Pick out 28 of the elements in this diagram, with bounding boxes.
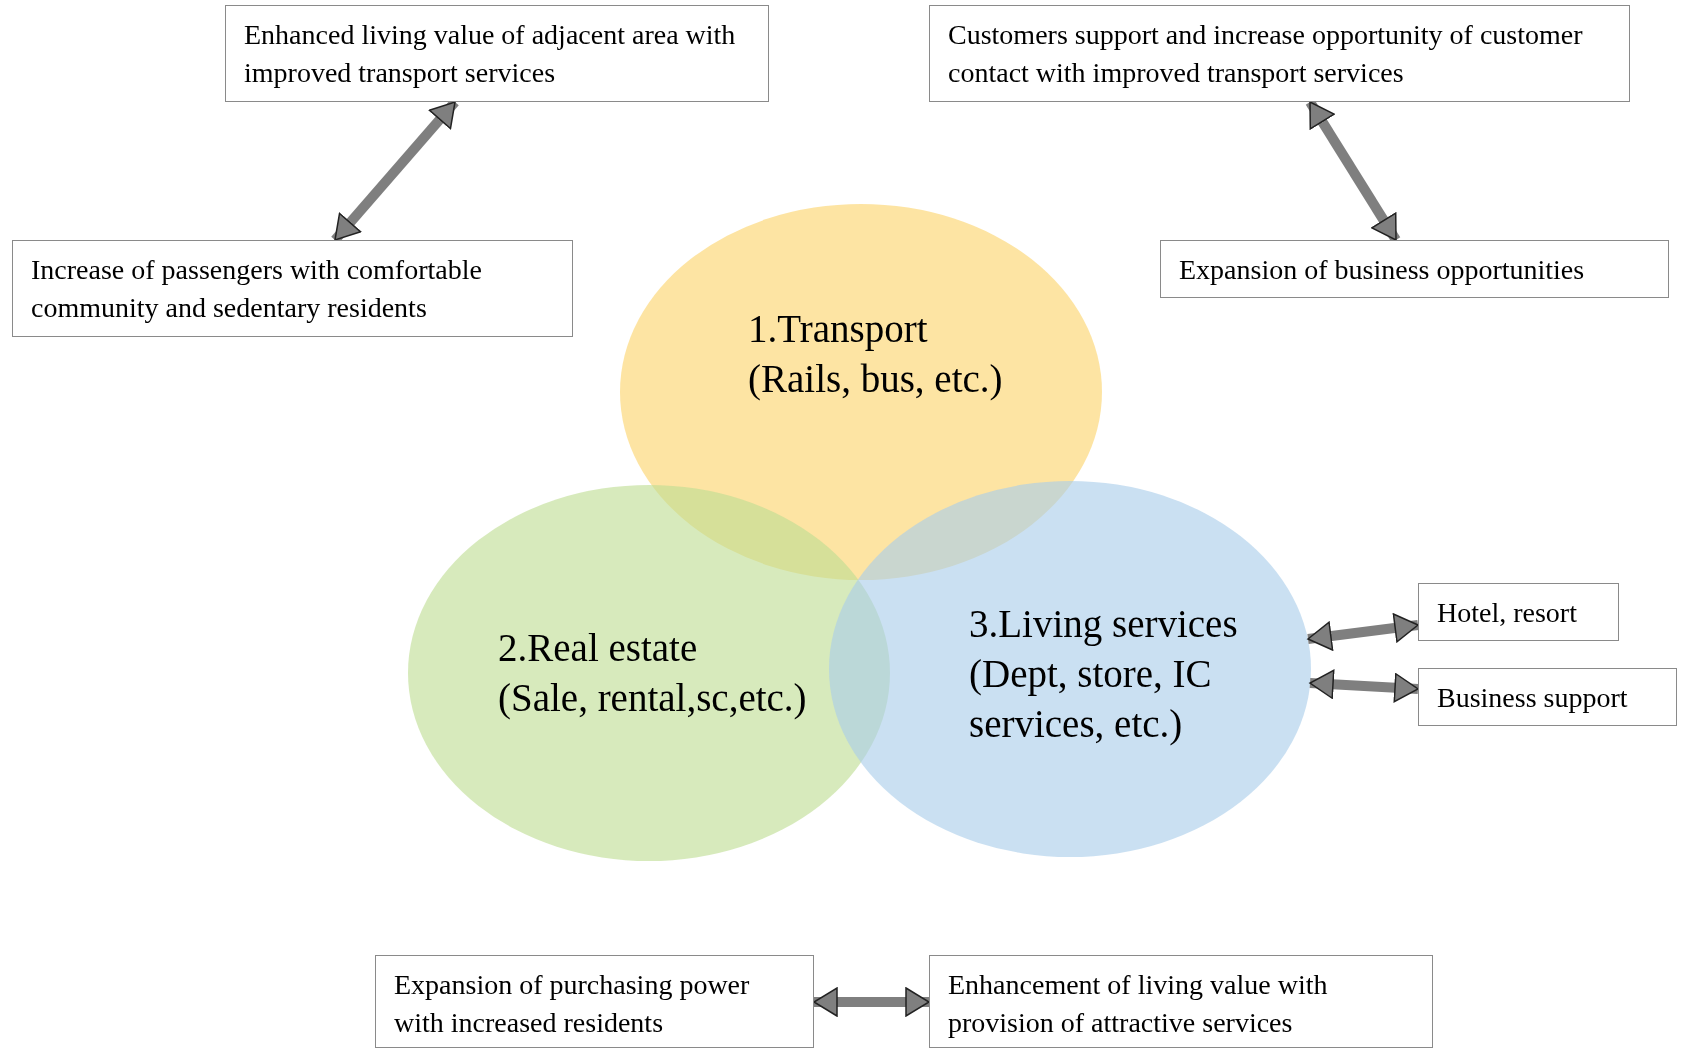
- double-arrow: [813, 987, 930, 1017]
- box-text: Increase of passengers with comfortable community and sedentary residents: [31, 253, 483, 325]
- category-circle: [620, 204, 1102, 580]
- text-box: [929, 5, 1630, 102]
- text-box: [375, 955, 814, 1048]
- circle-title: 2.Real estate: [498, 625, 699, 671]
- box-text: Expansion of business opportunities: [1179, 253, 1586, 287]
- text-box: [1418, 668, 1677, 726]
- double-arrow: [1305, 99, 1401, 243]
- text-box: [225, 5, 769, 102]
- box-text: Expansion of purchasing power with increased residents: [394, 968, 751, 1040]
- box-text: Business support: [1437, 681, 1629, 715]
- double-arrow: [1307, 613, 1419, 651]
- circle-title: 3.Living services: [969, 601, 1239, 648]
- text-box: [12, 240, 573, 337]
- text-box: [1160, 240, 1669, 298]
- text-box: [1418, 583, 1619, 641]
- box-text: Hotel, resort: [1437, 596, 1578, 630]
- circle-subtitle: (Dept, store, IC services, etc.): [969, 651, 1213, 748]
- circle-subtitle: (Sale, rental,sc,etc.): [498, 675, 808, 722]
- circle-subtitle: (Rails, bus, etc.): [748, 356, 1004, 403]
- box-text: Customers support and increase opportunity of customer contact with improved transport services: [948, 18, 1584, 90]
- box-text: Enhanced living value of adjacent area with improved transport services: [244, 18, 737, 90]
- box-text: Enhancement of living value with provision of attractive services: [948, 968, 1329, 1040]
- double-arrow: [1309, 669, 1419, 703]
- text-box: [929, 955, 1433, 1048]
- circle-title: 1.Transport: [748, 306, 929, 353]
- category-circle: [829, 481, 1311, 857]
